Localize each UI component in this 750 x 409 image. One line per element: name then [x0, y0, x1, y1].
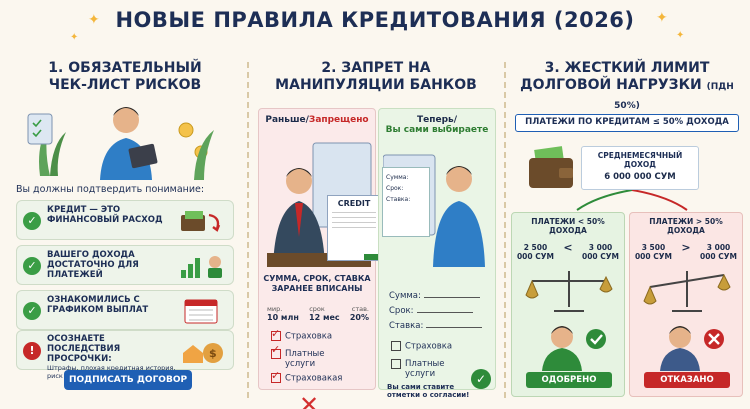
checked-checkbox: ✓: [271, 369, 281, 383]
before-check-insurance-2: ✓Страховакая: [271, 369, 343, 384]
risk-item: ! ОСОЗНАЕТЕ ПОСЛЕДСТВИЯ ПРОСРОЧКИ: Штраф…: [16, 330, 234, 379]
wallet-arrow-icon: [181, 211, 221, 232]
red-cross-icon: ✕: [299, 391, 320, 409]
approved-panel: ПЛАТЕЖИ < 50% ДОХОДА 2 500 000 СУМ < 3 0…: [511, 212, 625, 397]
growth-chart-icon: [181, 256, 222, 278]
approved-badge: ОДОБРЕНО: [526, 372, 612, 388]
risk-item: ✓ ОЗНАКОМИЛИСЬ С ГРАФИКОМ ВЫПЛАТ: [16, 290, 234, 330]
checked-checkbox: ✓: [271, 327, 281, 341]
sign-contract-button[interactable]: ПОДПИСАТЬ ДОГОВОР: [64, 370, 192, 390]
pdn-rule-box: ПЛАТЕЖИ ПО КРЕДИТАМ ≤ 50% ДОХОДА: [515, 114, 739, 132]
alert-icon: !: [23, 342, 41, 360]
check-icon: ✓: [23, 212, 41, 230]
mini-form: Сумма: Срок: Ставка:: [382, 167, 430, 237]
after-check-insurance[interactable]: Страховка: [391, 341, 452, 352]
risk-item-text: КРЕДИТ — ЭТО ФИНАНСОВЫЙ РАСХОД: [47, 205, 163, 225]
after-panel: Теперь/ Вы сами выбираете Сумма: Срок: С…: [378, 108, 496, 399]
happy-person-icon: [542, 326, 606, 371]
green-check-icon: ✓: [471, 369, 491, 389]
risk-item: ✓ КРЕДИТ — ЭТО ФИНАНСОВЫЙ РАСХОД: [16, 200, 234, 240]
rejected-panel: ПЛАТЕЖИ > 50% ДОХОДА 3 500 000 СУМ > 3 0…: [629, 212, 743, 397]
column-heading-1: 1. ОБЯЗАТЕЛЬНЫЙ ЧЕК-ЛИСТ РИСКОВ: [48, 60, 202, 93]
money-bag-house-icon: $: [183, 343, 223, 363]
sparkle-icon: ✦: [70, 32, 79, 43]
confirm-label: Вы должны подтвердить понимание:: [16, 184, 205, 195]
term-field[interactable]: Срок:: [389, 306, 489, 316]
prefilled-text: СУММА, СРОК, СТАВКА ЗАРАНЕЕ ВПИСАНЫ: [263, 274, 371, 293]
svg-text:$: $: [209, 347, 217, 360]
coin-icon: [178, 122, 194, 138]
income-box: СРЕДНЕМЕСЯЧНЫЙ ДОХОД 6 000 000 СУМ: [581, 146, 699, 190]
empty-checkbox[interactable]: [391, 341, 401, 351]
check-icon: ✓: [23, 302, 41, 320]
sparkle-icon: ✦: [676, 30, 685, 41]
risk-item: ✓ ВАШЕГО ДОХОДА ДОСТАТОЧНО ДЛЯ ПЛАТЕЖЕЙ: [16, 245, 234, 285]
after-title: Теперь/ Вы сами выбираете: [385, 115, 489, 135]
checked-checkbox: ✓: [271, 344, 281, 359]
sparkle-icon: ✦: [656, 10, 668, 26]
before-panel: Раньше/Запрещено CREDIT СУММА, СРОК, СТА…: [258, 108, 381, 409]
prefilled-values-row: 10 млн 12 мес 20%: [267, 313, 369, 322]
check-icon: ✓: [23, 257, 41, 275]
sad-person-icon: [660, 326, 724, 371]
scale-tilted-icon: [643, 271, 731, 312]
scale-balanced-icon: [525, 271, 613, 312]
amount-field[interactable]: Сумма:: [389, 291, 489, 301]
rejected-badge: ОТКАЗАНО: [644, 372, 730, 388]
split-arrows-icon: [576, 190, 688, 211]
column-heading-2: 2. ЗАПРЕТ НА МАНИПУЛЯЦИИ БАНКОВ: [275, 60, 477, 93]
empty-checkbox[interactable]: [391, 359, 401, 369]
column-heading-3: 3. ЖЕСТКИЙ ЛИМИТ ДОЛГОВОЙ НАГРУЗКИ (ПДН …: [520, 60, 734, 111]
after-check-paid-services[interactable]: Платные услуги: [391, 359, 459, 379]
credit-document: CREDIT: [327, 195, 381, 261]
rate-field[interactable]: Ставка:: [389, 321, 489, 331]
wallet-icon: [529, 146, 573, 188]
clipboard-icon: [27, 113, 53, 145]
yourself-note: Вы сами ставите отметки о согласии!: [387, 383, 470, 399]
risk-checklist-column: 1. ОБЯЗАТЕЛЬНЫЙ ЧЕК-ЛИСТ РИСКОВ Вы должн…: [6, 60, 244, 405]
prefilled-abbr-row: мир. срок став.: [267, 305, 369, 313]
sparkle-icon: ✦: [88, 12, 100, 28]
risk-item-text: ВАШЕГО ДОХОДА ДОСТАТОЧНО ДЛЯ ПЛАТЕЖЕЙ: [47, 250, 139, 280]
bank-manipulation-column: 2. ЗАПРЕТ НА МАНИПУЛЯЦИИ БАНКОВ Раньше/З…: [250, 60, 502, 409]
risk-item-text: ОЗНАКОМИЛИСЬ С ГРАФИКОМ ВЫПЛАТ: [47, 295, 149, 315]
debt-limit-column: 3. ЖЕСТКИЙ ЛИМИТ ДОЛГОВОЙ НАГРУЗКИ (ПДН …: [507, 60, 747, 405]
calendar-icon: [184, 299, 218, 324]
page-title: НОВЫЕ ПРАВИЛА КРЕДИТОВАНИЯ (2026): [115, 8, 635, 32]
before-check-paid-services: ✓Платные услуги: [271, 343, 325, 369]
before-check-insurance: ✓Страховка: [271, 327, 333, 342]
man-with-tablet-illustration: [27, 107, 214, 180]
before-title: Раньше/Запрещено: [265, 115, 369, 125]
